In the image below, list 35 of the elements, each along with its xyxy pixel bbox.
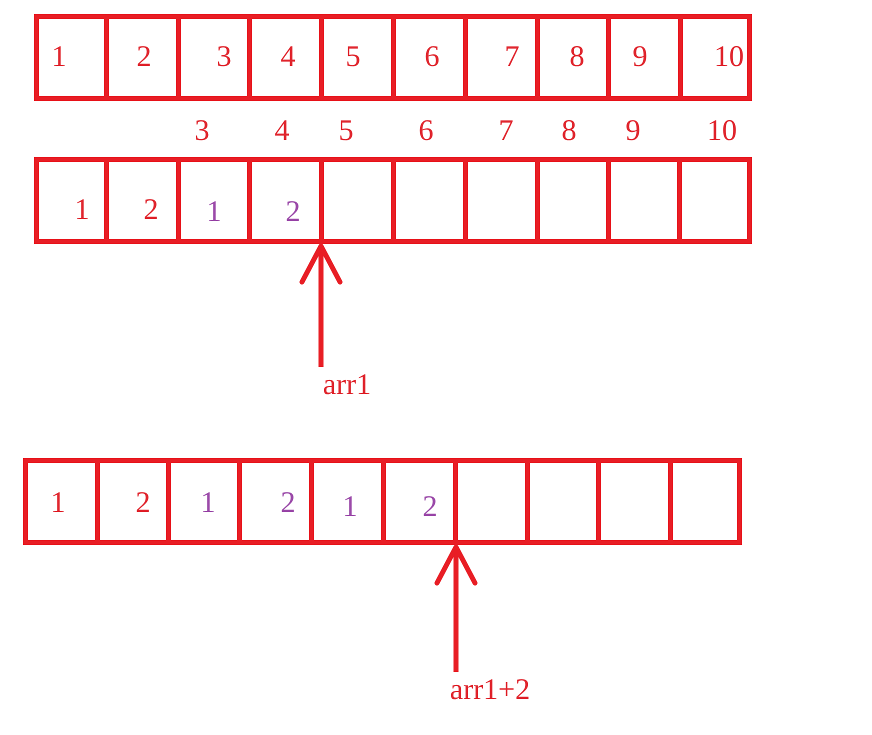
index-label: 3 bbox=[194, 116, 210, 146]
cell-value: 10 bbox=[714, 42, 744, 72]
cell-value: 5 bbox=[346, 42, 360, 72]
cell-value: 1 bbox=[342, 492, 358, 522]
array-row bbox=[34, 14, 752, 101]
pointer-label: arr1+2 bbox=[450, 675, 530, 705]
cell-value: 1 bbox=[52, 42, 66, 72]
index-label: 6 bbox=[418, 116, 434, 146]
cell-value: 3 bbox=[216, 42, 232, 72]
cell-value: 8 bbox=[570, 42, 584, 72]
index-label: 5 bbox=[338, 116, 354, 146]
arrow bbox=[434, 544, 478, 672]
cell-value: 7 bbox=[504, 42, 520, 72]
array-row bbox=[34, 157, 752, 244]
index-label: 10 bbox=[707, 116, 737, 146]
cell-value: 2 bbox=[280, 488, 296, 518]
cell-value: 2 bbox=[136, 488, 150, 518]
index-label: 9 bbox=[626, 116, 640, 146]
array-row bbox=[23, 458, 742, 545]
cell-value: 2 bbox=[422, 492, 438, 522]
cell-value: 6 bbox=[424, 42, 440, 72]
pointer-label: arr1 bbox=[322, 370, 372, 400]
index-label: 4 bbox=[274, 116, 290, 146]
cell-value: 1 bbox=[74, 195, 90, 225]
index-label: 7 bbox=[498, 116, 514, 146]
cell-value: 2 bbox=[286, 197, 300, 227]
arrow bbox=[300, 244, 342, 367]
cell-value: 2 bbox=[144, 195, 158, 225]
cell-value: 4 bbox=[280, 42, 296, 72]
cell-value: 1 bbox=[200, 488, 216, 518]
cell-value: 9 bbox=[632, 42, 648, 72]
cell-value: 2 bbox=[136, 42, 152, 72]
index-label: 8 bbox=[562, 116, 576, 146]
cell-value: 1 bbox=[206, 197, 222, 227]
cell-value: 1 bbox=[50, 488, 66, 518]
